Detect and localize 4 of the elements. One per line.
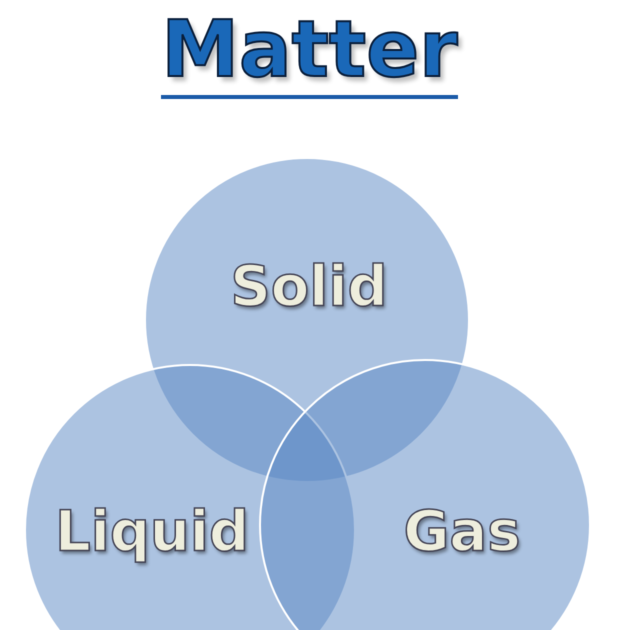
circle-label: Solid	[230, 254, 388, 320]
circle-label: Gas	[403, 500, 521, 564]
title: Matter	[161, 5, 458, 99]
circle-label: Liquid	[54, 500, 250, 564]
